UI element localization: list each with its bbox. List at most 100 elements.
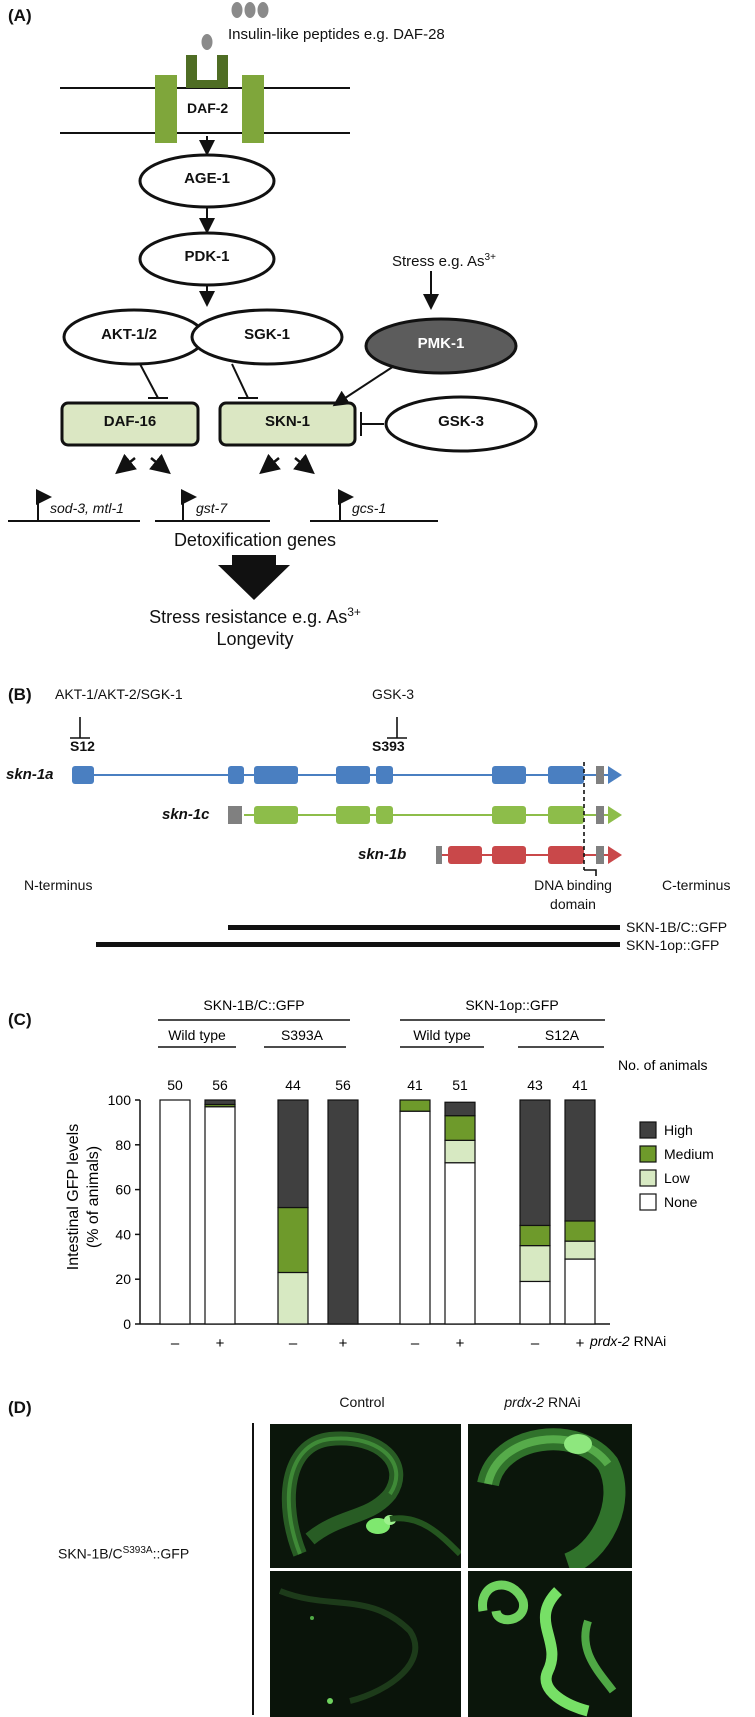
bar-segment-medium	[444, 1115, 476, 1141]
construct-bc-label: SKN-1B/C::GFP	[626, 919, 728, 935]
animal-count-label: 51	[452, 1077, 468, 1093]
daf2-label: DAF-2	[187, 100, 229, 116]
rnai-label: prdx-2 RNAi	[589, 1333, 666, 1349]
legend-label: None	[664, 1194, 698, 1210]
inhibition-line	[387, 717, 407, 739]
bar-segment-high	[277, 1099, 309, 1209]
column-control-label: Control	[339, 1394, 385, 1410]
dna-binding-label: DNA binding	[534, 877, 612, 893]
group-header-1: SKN-1B/C::GFP	[203, 997, 304, 1013]
rnai-sign-label: –	[289, 1335, 298, 1352]
bar-segment-high	[519, 1099, 551, 1227]
panel-b-label: (B)	[8, 685, 32, 704]
subgroup-label: Wild type	[413, 1027, 471, 1043]
inhibition-line	[70, 717, 90, 739]
stress-label: Stress e.g. As3+	[392, 252, 496, 270]
arrow	[332, 365, 395, 407]
gene-tracks	[8, 489, 438, 522]
age1-label: AGE-1	[184, 170, 230, 187]
construct-op-label: SKN-1op::GFP	[626, 937, 720, 953]
bar-segment-medium	[519, 1224, 551, 1247]
legend-swatch	[639, 1121, 657, 1139]
isoform-c-track	[228, 806, 622, 824]
bar-segment-medium	[277, 1206, 309, 1274]
legend-label: High	[664, 1122, 693, 1138]
subgroup-label: S12A	[545, 1027, 580, 1043]
big-arrow-shaft	[232, 555, 276, 567]
rnai-sign-label: –	[411, 1335, 420, 1352]
gsk3-node	[384, 395, 538, 453]
rnai-sign-label: +	[576, 1335, 585, 1352]
sgk-node	[190, 308, 344, 366]
detox-label: Detoxification genes	[173, 530, 337, 550]
chart-bars: 50–56+44–56+41–51+43–41+	[159, 1077, 596, 1352]
legend-swatch	[639, 1193, 657, 1211]
arrow	[259, 453, 281, 475]
rnai-sign-label: +	[456, 1335, 465, 1352]
y-tick-label: 100	[108, 1092, 132, 1108]
micrograph-control-1	[270, 1424, 461, 1568]
gene-sod3-mtl1: sod-3, mtl-1	[50, 500, 124, 516]
bar-segment-none	[159, 1099, 191, 1325]
pmk-node	[364, 317, 518, 375]
animal-count-label: 43	[527, 1077, 543, 1093]
akt-label: AKT-1/2	[101, 326, 157, 343]
bar-segment-high	[204, 1099, 236, 1106]
panel-b-diagram	[70, 717, 622, 947]
rnai-sign-label: –	[171, 1335, 180, 1352]
rnai-sign-label: +	[216, 1335, 225, 1352]
animal-count-label: 56	[212, 1077, 228, 1093]
bar-segment-none	[399, 1110, 431, 1325]
legend-label: Low	[664, 1170, 691, 1186]
construct-op-bar	[96, 942, 620, 947]
bar-segment-high	[444, 1101, 476, 1117]
ligand-dot	[201, 34, 213, 50]
pdk1-node	[138, 231, 276, 287]
pdk1-label: PDK-1	[184, 248, 230, 265]
micrograph-control-2	[270, 1571, 461, 1717]
column-rnai-label: prdx-2 RNAi	[504, 1394, 581, 1410]
y-tick-label: 40	[115, 1226, 131, 1242]
subgroup-label: S393A	[281, 1027, 324, 1043]
ligand-dot	[257, 2, 269, 18]
bar-segment-low	[519, 1245, 551, 1283]
ligand-label: Insulin-like peptides e.g. DAF-28	[228, 26, 445, 43]
bar-segment-medium	[564, 1220, 596, 1242]
animal-count-label: 56	[335, 1077, 351, 1093]
inhibition-line	[360, 412, 384, 436]
panel-d-divider	[252, 1423, 254, 1715]
daf16-label: DAF-16	[103, 413, 157, 430]
dna-binding-label-2: domain	[550, 896, 596, 912]
gene-gst7: gst-7	[196, 500, 228, 516]
isoform-a-label: skn-1a	[6, 766, 54, 783]
daf16-node	[60, 401, 200, 447]
animal-count-label: 44	[285, 1077, 301, 1093]
isoform-c-label: skn-1c	[162, 806, 210, 823]
sgk-label: SGK-1	[244, 326, 290, 343]
ligand-dot	[231, 2, 243, 18]
subgroup-label: Wild type	[168, 1027, 226, 1043]
panel-a-label: (A)	[8, 6, 32, 25]
bar-segment-high	[327, 1099, 359, 1325]
bar-segment-high	[564, 1099, 596, 1222]
y-tick-label: 80	[115, 1137, 131, 1153]
arrow	[115, 453, 137, 475]
bar-segment-none	[204, 1106, 236, 1325]
bar-segment-medium	[399, 1099, 431, 1112]
big-arrow	[218, 565, 290, 600]
y-axis-label-2: (% of animals)	[85, 1146, 102, 1248]
y-tick-label: 20	[115, 1271, 131, 1287]
kinase-akt-sgk: AKT-1/AKT-2/SGK-1	[55, 686, 183, 702]
daf2-receptor	[155, 55, 264, 143]
pmk-label: PMK-1	[417, 335, 465, 352]
isoform-b-label: skn-1b	[358, 846, 407, 863]
site-s12: S12	[70, 738, 95, 754]
construct-bc-bar	[228, 925, 620, 930]
arrow	[149, 453, 171, 475]
legend-label: Medium	[664, 1146, 714, 1162]
group-header-2: SKN-1op::GFP	[465, 997, 558, 1013]
bar-segment-low	[564, 1240, 596, 1260]
animals-label: No. of animals	[618, 1057, 707, 1073]
animal-count-label: 41	[572, 1077, 588, 1093]
